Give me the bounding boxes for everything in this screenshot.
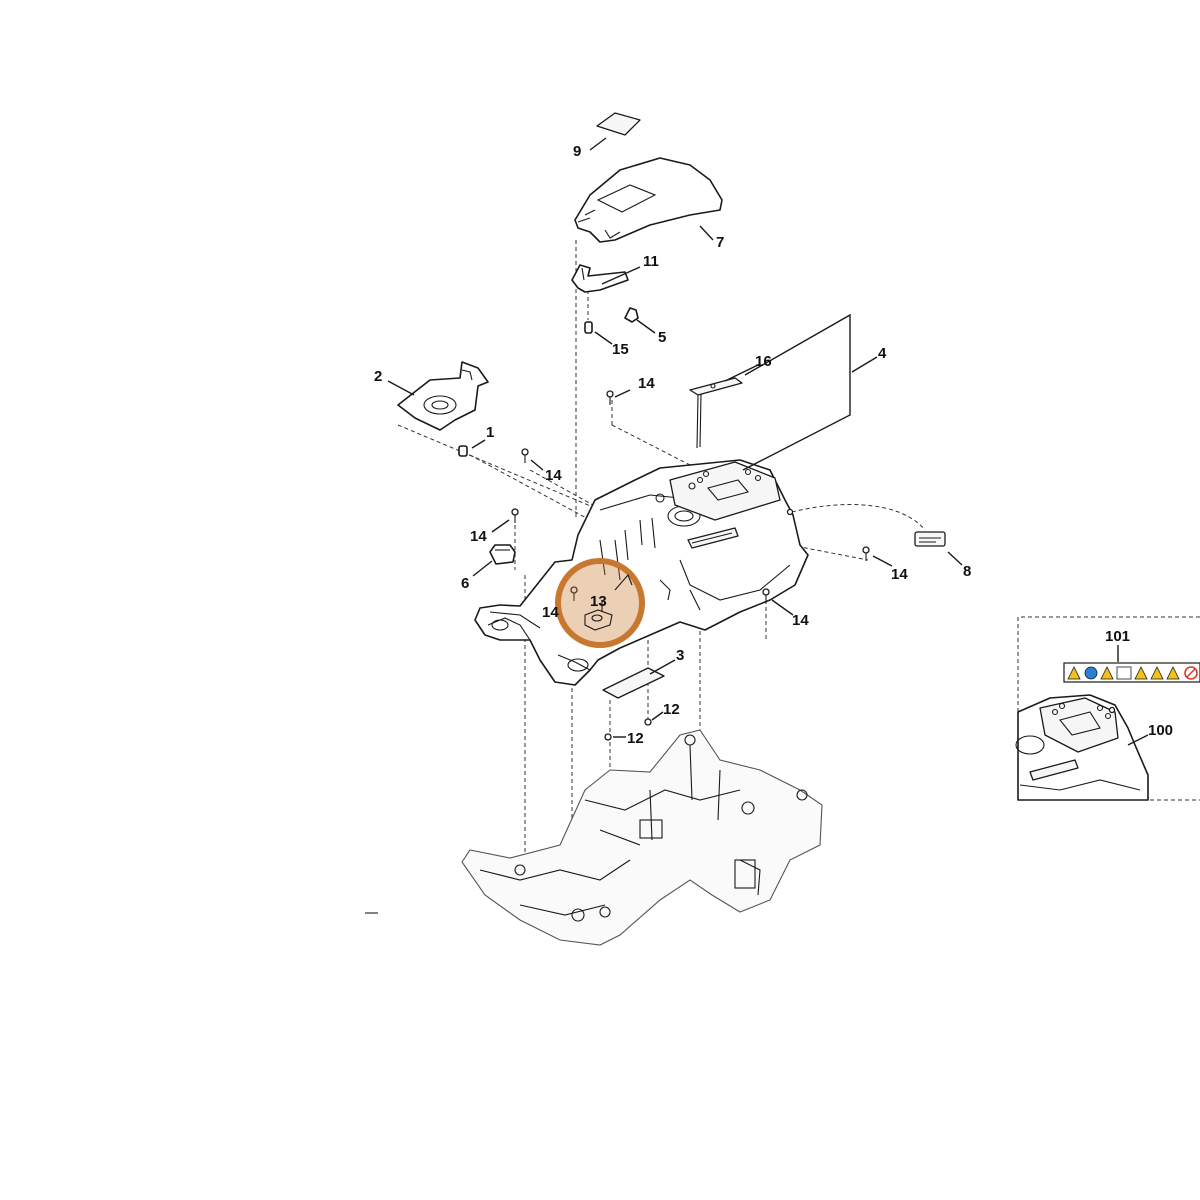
detail-inset: 101 100 xyxy=(1015,616,1200,801)
callout-15: 15 xyxy=(612,341,629,358)
main-housing xyxy=(474,459,809,686)
warning-label-strip xyxy=(1063,662,1200,683)
sensor-block xyxy=(489,544,516,565)
callout-4: 4 xyxy=(878,345,887,362)
screws xyxy=(511,390,870,741)
callout-13: 13 xyxy=(590,593,607,610)
callout-3: 3 xyxy=(676,647,684,664)
key-part xyxy=(689,377,743,449)
pin xyxy=(584,321,593,334)
leader-lines xyxy=(387,137,963,738)
callout-100: 100 xyxy=(1148,722,1173,739)
callout-14-lower: 14 xyxy=(792,612,809,629)
base-chassis xyxy=(365,729,823,946)
callout-8: 8 xyxy=(963,563,971,580)
callout-7: 7 xyxy=(716,234,724,251)
small-label xyxy=(914,531,946,547)
callout-14-mid: 14 xyxy=(545,467,562,484)
callout-12-right: 12 xyxy=(663,701,680,718)
callout-16: 16 xyxy=(755,353,772,370)
latch-bracket xyxy=(571,264,629,293)
bottom-plate xyxy=(602,667,665,699)
callout-14-left: 14 xyxy=(470,528,487,545)
callout-9: 9 xyxy=(573,143,581,160)
callout-1: 1 xyxy=(486,424,494,441)
callout-14-top: 14 xyxy=(638,375,655,392)
callout-6: 6 xyxy=(461,575,469,592)
callout-11: 11 xyxy=(643,253,659,270)
callout-5: 5 xyxy=(658,329,666,346)
callout-101: 101 xyxy=(1105,628,1130,645)
cover-decal xyxy=(596,112,641,136)
top-cover xyxy=(574,157,723,243)
callout-14-right: 14 xyxy=(891,566,908,583)
mount-bracket xyxy=(397,361,489,431)
spring-clip xyxy=(624,307,639,323)
callout-2: 2 xyxy=(374,368,382,385)
sleeve xyxy=(458,445,468,457)
part-13-highlight xyxy=(555,558,645,648)
callout-12-left: 12 xyxy=(627,730,644,747)
callout-labels: 9 7 11 5 15 16 4 14 2 1 14 14 6 14 13 8 … xyxy=(374,143,971,747)
callout-14-inner: 14 xyxy=(542,604,559,621)
